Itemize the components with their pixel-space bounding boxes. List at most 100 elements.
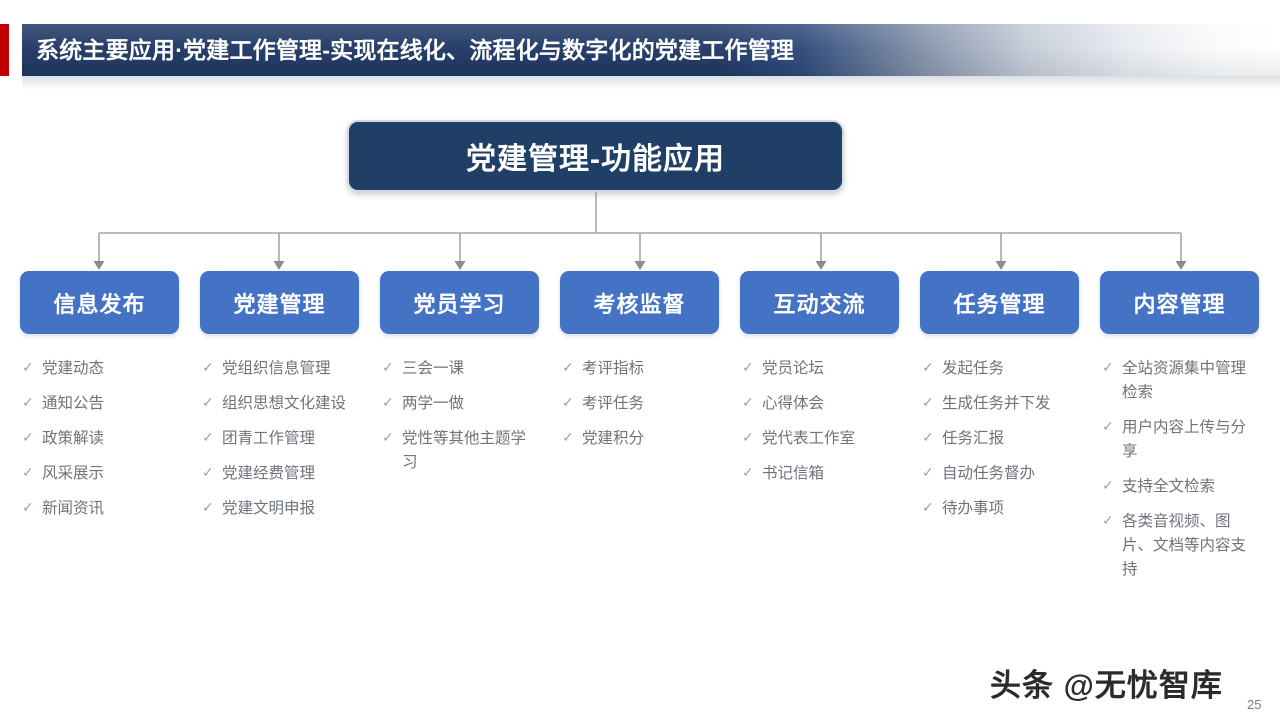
category-label-3: 党员学习 (413, 291, 506, 317)
list-item: ✓ 风采展示 (20, 461, 179, 485)
check-icon: ✓ (22, 465, 34, 481)
check-icon: ✓ (742, 465, 754, 481)
check-icon: ✓ (562, 430, 574, 446)
feature-list-1: ✓党建动态 ✓通知公告 ✓政策解读 ✓ 风采展示 ✓ 新闻资讯 (20, 356, 179, 520)
list-item-label: 三会一课 (402, 359, 465, 377)
list-item: ✓ 考评任务 (560, 391, 719, 415)
list-item-label: 全站资源集中管理检索 (1122, 359, 1247, 401)
title-underglow-shadow (22, 76, 1280, 90)
category-box-1[interactable]: 信息发布 (20, 271, 179, 334)
check-icon: ✓ (382, 395, 394, 411)
list-item: ✓党建动态 (20, 356, 179, 380)
check-icon: ✓ (922, 360, 934, 376)
category-box-6[interactable]: 任务管理 (920, 271, 1079, 334)
feature-list-6: ✓ 发起任务 ✓ 生成任务并下发 ✓ 任务汇报 ✓自动任务督办 ✓ 待办事项 (920, 356, 1079, 520)
check-icon: ✓ (922, 430, 934, 446)
list-item-label: 书记信箱 (762, 464, 825, 482)
check-icon: ✓ (922, 395, 934, 411)
check-icon: ✓ (1102, 513, 1114, 529)
list-item-label: 新闻资讯 (42, 499, 105, 517)
list-item-label: 党建动态 (42, 359, 105, 377)
check-icon: ✓ (742, 430, 754, 446)
list-item: ✓ 党建文明申报 (200, 496, 359, 520)
column-party-member-study: 党员学习 ✓三会一课 ✓ 两学一做 ✓ 党性等其他主题学习 (380, 271, 539, 592)
feature-list-7: ✓全站资源集中管理检索 ✓用户内容上传与分享 ✓支持全文检索 ✓各类音视频、图片… (1100, 356, 1259, 581)
list-item: ✓通知公告 (20, 391, 179, 415)
list-item-label: 通知公告 (42, 394, 105, 412)
list-item-label: 党建文明申报 (222, 499, 316, 517)
slide-title: 系统主要应用·党建工作管理-实现在线化、流程化与数字化的党建工作管理 (36, 37, 795, 63)
list-item: ✓ 各类音视频、图片、文档等内容支持 (1100, 509, 1259, 581)
check-icon: ✓ (382, 430, 394, 446)
column-content-management: 内容管理 ✓全站资源集中管理检索 ✓用户内容上传与分享 ✓支持全文检索 ✓各类音… (1100, 271, 1259, 592)
root-node-label: 党建管理-功能应用 (466, 143, 725, 176)
list-item-label: 任务汇报 (942, 429, 1005, 447)
check-icon: ✓ (742, 360, 754, 376)
list-item-label: 支持全文检索 (1122, 477, 1216, 495)
arrow-head-5 (815, 261, 827, 270)
slide-title-band: 系统主要应用·党建工作管理-实现在线化、流程化与数字化的党建工作管理 (0, 24, 1280, 76)
root-node-box: 党建管理-功能应用 (347, 120, 844, 192)
list-item: ✓党员论坛 (740, 356, 899, 380)
page-number: 25 (1247, 697, 1262, 712)
check-icon: ✓ (22, 500, 34, 516)
check-icon: ✓ (202, 360, 214, 376)
list-item: ✓ 任务汇报 (920, 426, 1079, 450)
list-item: ✓ 待办事项 (920, 496, 1079, 520)
category-label-7: 内容管理 (1133, 291, 1226, 317)
list-item: ✓ 团青工作管理 (200, 426, 359, 450)
category-box-7[interactable]: 内容管理 (1100, 271, 1259, 334)
list-item-label: 发起任务 (942, 359, 1005, 377)
list-item-label: 风采展示 (42, 464, 105, 482)
list-item: ✓支持全文检索 (1100, 474, 1259, 498)
check-icon: ✓ (922, 465, 934, 481)
list-item-label: 团青工作管理 (222, 429, 316, 447)
check-icon: ✓ (1102, 360, 1114, 376)
category-box-2[interactable]: 党建管理 (200, 271, 359, 334)
list-item-label: 考评任务 (582, 394, 645, 412)
list-item-label: 党组织信息管理 (222, 359, 331, 377)
check-icon: ✓ (562, 360, 574, 376)
check-icon: ✓ (202, 430, 214, 446)
list-item-label: 生成任务并下发 (942, 394, 1051, 412)
list-item: ✓自动任务督办 (920, 461, 1079, 485)
list-item-label: 两学一做 (402, 394, 465, 412)
list-item-label: 党性等其他主题学习 (402, 429, 527, 471)
category-label-5: 互动交流 (773, 291, 866, 317)
list-item-label: 心得体会 (762, 394, 825, 412)
list-item-label: 党建积分 (582, 429, 645, 447)
check-icon: ✓ (202, 500, 214, 516)
list-item-label: 各类音视频、图片、文档等内容支持 (1122, 512, 1247, 578)
arrow-head-4 (634, 261, 646, 270)
feature-list-2: ✓党组织信息管理 ✓组织思想文化建设 ✓团青工作管理 ✓党建经费管理 ✓党建文明… (200, 356, 359, 520)
category-label-6: 任务管理 (953, 291, 1046, 317)
list-item: ✓ 党性等其他主题学习 (380, 426, 539, 474)
list-item: ✓ 党建积分 (560, 426, 719, 450)
category-box-5[interactable]: 互动交流 (740, 271, 899, 334)
arrow-head-3 (454, 261, 466, 270)
check-icon: ✓ (742, 395, 754, 411)
feature-list-4: ✓考评指标 ✓考评任务 ✓党建积分 (560, 356, 719, 450)
list-item: ✓ 发起任务 (920, 356, 1079, 380)
column-party-building-management: 党建管理 ✓党组织信息管理 ✓组织思想文化建设 ✓团青工作管理 ✓党建经费管理 … (200, 271, 359, 592)
category-label-1: 信息发布 (53, 291, 146, 317)
arrow-head-1 (93, 261, 105, 270)
check-icon: ✓ (562, 395, 574, 411)
list-item: ✓ 两学一做 (380, 391, 539, 415)
check-icon: ✓ (202, 395, 214, 411)
arrow-head-2 (273, 261, 285, 270)
list-item: ✓三会一课 (380, 356, 539, 380)
column-assessment-supervision: 考核监督 ✓考评指标 ✓考评任务 ✓党建积分 (560, 271, 719, 592)
category-box-4[interactable]: 考核监督 (560, 271, 719, 334)
check-icon: ✓ (922, 500, 934, 516)
list-item: ✓政策解读 (20, 426, 179, 450)
category-columns: 信息发布 ✓党建动态 ✓通知公告 ✓政策解读 ✓风采展示 ✓新闻资讯 党建管理 … (20, 271, 1260, 592)
category-label-2: 党建管理 (233, 291, 326, 317)
arrow-head-7 (1175, 261, 1187, 270)
category-label-4: 考核监督 (593, 291, 686, 317)
feature-list-5: ✓党员论坛 ✓心得体会 ✓党代表工作室 ✓书记信箱 (740, 356, 899, 485)
category-box-3[interactable]: 党员学习 (380, 271, 539, 334)
check-icon: ✓ (1102, 419, 1114, 435)
list-item-label: 待办事项 (942, 499, 1005, 517)
title-red-accent-bar (0, 24, 9, 76)
